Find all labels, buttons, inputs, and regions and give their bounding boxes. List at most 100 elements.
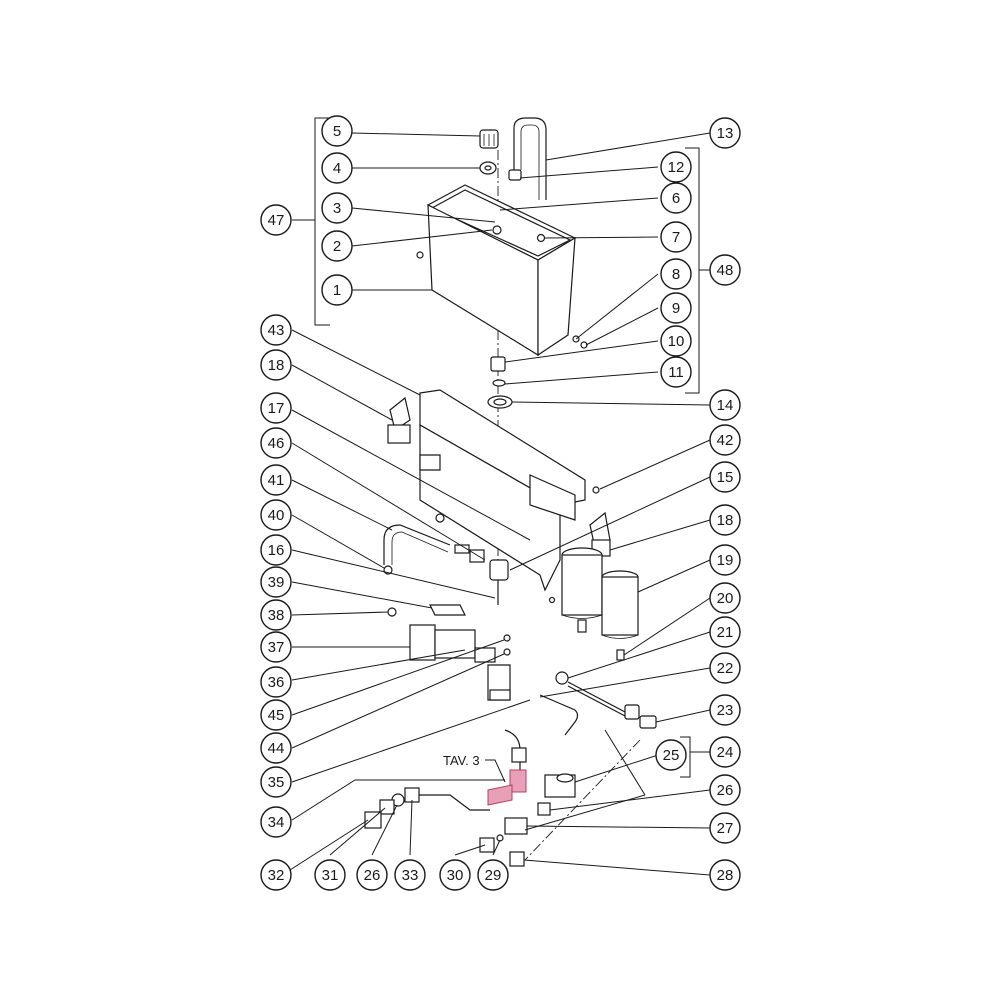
callout-11: 11 (660, 356, 692, 388)
svg-text:45: 45 (268, 707, 285, 724)
filter-cartridge-2-part (601, 570, 639, 639)
svg-text:14: 14 (717, 397, 734, 414)
callout-36: 36 (260, 666, 292, 698)
tav-label: TAV. 3 (443, 753, 480, 768)
svg-text:30: 30 (447, 867, 464, 884)
callout-16: 16 (260, 534, 292, 566)
group-bracket-47 (314, 117, 330, 326)
callout-45: 45 (260, 699, 292, 731)
svg-text:10: 10 (668, 333, 685, 350)
callout-41: 41 (260, 464, 292, 496)
svg-text:35: 35 (268, 774, 285, 791)
svg-text:38: 38 (268, 607, 285, 624)
svg-text:42: 42 (717, 432, 734, 449)
callout-10: 10 (660, 325, 692, 357)
svg-text:43: 43 (268, 322, 285, 339)
callout-2: 2 (321, 230, 353, 262)
callout-13: 13 (709, 117, 741, 149)
bracket-frame (419, 389, 586, 592)
valve-axis-line (524, 739, 641, 861)
callout-44: 44 (260, 732, 292, 764)
callout-33: 33 (394, 859, 426, 891)
callout-28: 28 (709, 859, 741, 891)
union-part (454, 544, 470, 554)
callout-17: 17 (260, 392, 292, 424)
overflow-tube-part (513, 117, 547, 200)
elbow-28-part (509, 851, 525, 867)
svg-text:2: 2 (333, 238, 341, 255)
callout-42: 42 (709, 424, 741, 456)
callout-47: 47 (260, 204, 292, 236)
svg-text:41: 41 (268, 472, 285, 489)
svg-text:9: 9 (672, 300, 680, 317)
svg-text:32: 32 (268, 867, 285, 884)
svg-text:27: 27 (717, 820, 734, 837)
svg-text:22: 22 (717, 660, 734, 677)
svg-text:7: 7 (672, 229, 680, 246)
callout-14: 14 (709, 389, 741, 421)
svg-text:20: 20 (717, 590, 734, 607)
svg-text:46: 46 (268, 435, 285, 452)
solenoid-valve-part (544, 773, 576, 798)
lower-tube-part (539, 694, 579, 736)
callout-24: 24 (709, 736, 741, 768)
clamp-part (429, 604, 466, 616)
filter-cap-part (479, 129, 499, 149)
svg-text:37: 37 (268, 639, 285, 656)
callout-35: 35 (260, 766, 292, 798)
svg-text:24: 24 (717, 744, 734, 761)
side-screw-part (416, 251, 424, 259)
callout-34: 34 (260, 806, 292, 838)
nut-44-part (503, 648, 511, 656)
svg-text:18: 18 (717, 512, 734, 529)
svg-text:17: 17 (268, 400, 285, 417)
pipe-34-part (504, 729, 527, 770)
left-clip-part (387, 396, 411, 444)
gasket-part (492, 379, 506, 387)
callout-23: 23 (709, 694, 741, 726)
filter-fitting-part (616, 649, 625, 661)
callout-40: 40 (260, 499, 292, 531)
callout-21: 21 (709, 616, 741, 648)
highlighted-fitting-part (487, 769, 527, 806)
callout-30: 30 (439, 859, 471, 891)
callout-26-right: 26 (709, 774, 741, 806)
callout-1: 1 (321, 274, 353, 306)
svg-text:13: 13 (717, 125, 734, 142)
group-bracket-24 (680, 736, 691, 778)
connector-32-part (364, 811, 382, 829)
callout-5: 5 (321, 115, 353, 147)
svg-text:3: 3 (333, 200, 341, 217)
callout-43: 43 (260, 314, 292, 346)
connector-23-part (639, 715, 657, 729)
callout-8: 8 (660, 258, 692, 290)
callout-29: 29 (477, 859, 509, 891)
callout-18-right: 18 (709, 504, 741, 536)
callout-3: 3 (321, 192, 353, 224)
svg-text:6: 6 (672, 190, 680, 207)
callout-19: 19 (709, 544, 741, 576)
callout-27: 27 (709, 812, 741, 844)
pump-bracket-part (487, 664, 511, 701)
plug-part (536, 233, 546, 243)
callout-15: 15 (709, 461, 741, 493)
callout-20: 20 (709, 582, 741, 614)
nut-45-part (503, 634, 511, 642)
callout-46: 46 (260, 427, 292, 459)
callout-22: 22 (709, 652, 741, 684)
svg-text:39: 39 (268, 574, 285, 591)
svg-text:34: 34 (268, 814, 285, 831)
bracket-screw-part (592, 486, 600, 494)
filter-cartridge-part (561, 547, 603, 633)
tee-fitting-part (504, 817, 528, 835)
tank-seal-part (487, 395, 513, 409)
nut-part (479, 161, 497, 175)
svg-text:11: 11 (668, 364, 684, 381)
svg-text:26: 26 (364, 867, 381, 884)
svg-text:5: 5 (333, 123, 341, 140)
callout-37: 37 (260, 631, 292, 663)
svg-text:47: 47 (268, 212, 285, 229)
washer-part (492, 225, 502, 235)
callout-4: 4 (321, 152, 353, 184)
